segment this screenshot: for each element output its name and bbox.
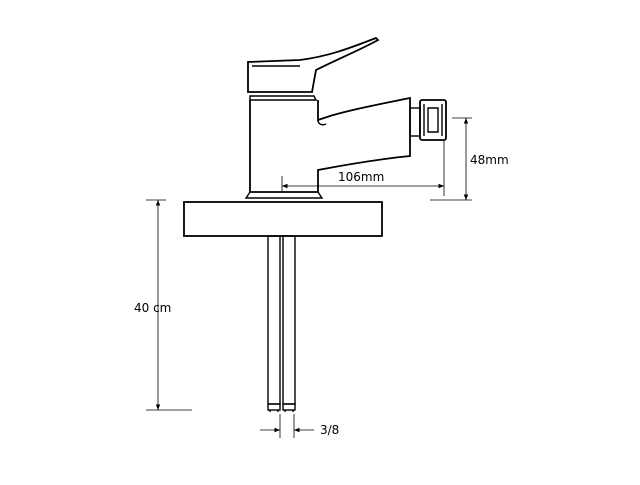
- faucet-body: [244, 96, 411, 199]
- dimension-spout-height: 48mm: [430, 117, 509, 201]
- hose-length-label: 40 cm: [134, 301, 171, 315]
- dimension-spout-reach: 106mm: [281, 140, 445, 196]
- spout-nozzle: [409, 99, 447, 141]
- spout-height-label: 48mm: [470, 153, 509, 167]
- flexible-hoses: [267, 235, 296, 412]
- dimension-thread-size: 3/8: [260, 414, 339, 438]
- lever-handle: [247, 36, 380, 101]
- spout-reach-label: 106mm: [338, 170, 384, 184]
- thread-size-label: 3/8: [320, 423, 339, 437]
- dimension-hose-length: 40 cm: [134, 199, 192, 411]
- mounting-deck: [183, 201, 383, 237]
